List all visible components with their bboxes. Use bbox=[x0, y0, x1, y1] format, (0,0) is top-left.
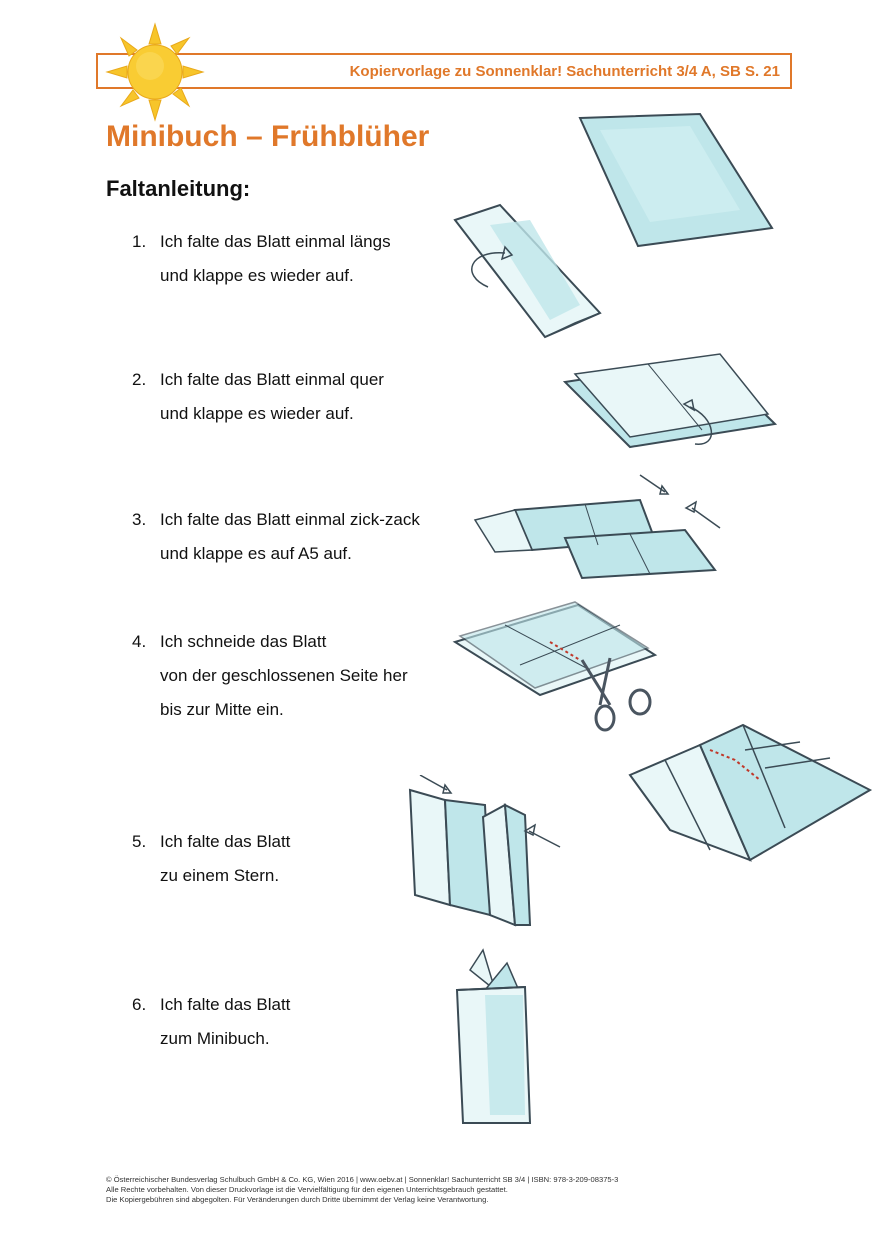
step-5: 5. Ich falte das Blatt zu einem Stern. bbox=[132, 825, 290, 893]
step-line: Ich falte das Blatt bbox=[160, 995, 291, 1014]
cut-sheet-illustration bbox=[452, 601, 658, 732]
step-line: zum Minibuch. bbox=[160, 1029, 270, 1048]
step-line: und klappe es wieder auf. bbox=[160, 404, 354, 423]
header-text: Kopiervorlage zu Sonnenklar! Sachunterri… bbox=[349, 63, 780, 80]
step-2: 2. Ich falte das Blatt einmal quer und k… bbox=[132, 363, 384, 431]
fold-zigzag-illustration bbox=[473, 474, 721, 580]
cut-result-illustration bbox=[628, 723, 873, 862]
subtitle: Faltanleitung: bbox=[106, 176, 251, 201]
flat-sheet-illustration bbox=[578, 112, 774, 248]
arrow-icon bbox=[691, 507, 721, 529]
step-number: 3. bbox=[132, 510, 147, 529]
step-3: 3. Ich falte das Blatt einmal zick-zack … bbox=[132, 503, 420, 571]
arrow-icon bbox=[471, 252, 506, 288]
step-line: Ich schneide das Blatt bbox=[160, 632, 327, 651]
sun-icon bbox=[105, 22, 205, 122]
arrow-icon bbox=[689, 406, 712, 445]
step-line: und klappe es wieder auf. bbox=[160, 266, 354, 285]
footer-line: Die Kopiergebühren sind abgegolten. Für … bbox=[106, 1195, 489, 1204]
footer-line: © Österreichischer Bundesverlag Schulbuc… bbox=[106, 1175, 619, 1184]
step-line: von der geschlossenen Seite her bbox=[160, 666, 408, 685]
scissors-icon bbox=[580, 657, 652, 732]
step-number: 1. bbox=[132, 232, 147, 251]
arrow-icon bbox=[419, 775, 448, 791]
step-6: 6. Ich falte das Blatt zum Minibuch. bbox=[132, 988, 290, 1056]
step-number: 5. bbox=[132, 832, 147, 851]
step-line: Ich falte das Blatt bbox=[160, 832, 291, 851]
arrow-icon bbox=[528, 830, 561, 848]
step-line: Ich falte das Blatt einmal zick-zack bbox=[160, 510, 420, 529]
page-title: Minibuch – Frühblüher bbox=[106, 120, 430, 153]
fold-crosswise-illustration bbox=[562, 353, 778, 449]
step-line: Ich falte das Blatt einmal quer bbox=[160, 370, 384, 389]
step-number: 2. bbox=[132, 370, 147, 389]
step-line: Ich falte das Blatt einmal längs bbox=[160, 232, 391, 251]
step-4: 4. Ich schneide das Blatt von der geschl… bbox=[132, 625, 408, 727]
header-box: Kopiervorlage zu Sonnenklar! Sachunterri… bbox=[96, 53, 792, 89]
footer-line: Alle Rechte vorbehalten. Von dieser Druc… bbox=[106, 1185, 508, 1194]
step-line: zu einem Stern. bbox=[160, 866, 280, 885]
step-line: bis zur Mitte ein. bbox=[160, 700, 284, 719]
footer: © Österreichischer Bundesverlag Schulbuc… bbox=[106, 1175, 618, 1205]
fold-lengthwise-illustration bbox=[453, 203, 602, 339]
step-number: 6. bbox=[132, 995, 147, 1014]
minibook-illustration bbox=[455, 948, 532, 1124]
step-line: und klappe es auf A5 auf. bbox=[160, 544, 352, 563]
step-1: 1. Ich falte das Blatt einmal längs und … bbox=[132, 225, 391, 293]
fold-star-illustration bbox=[408, 775, 561, 927]
step-number: 4. bbox=[132, 632, 147, 651]
